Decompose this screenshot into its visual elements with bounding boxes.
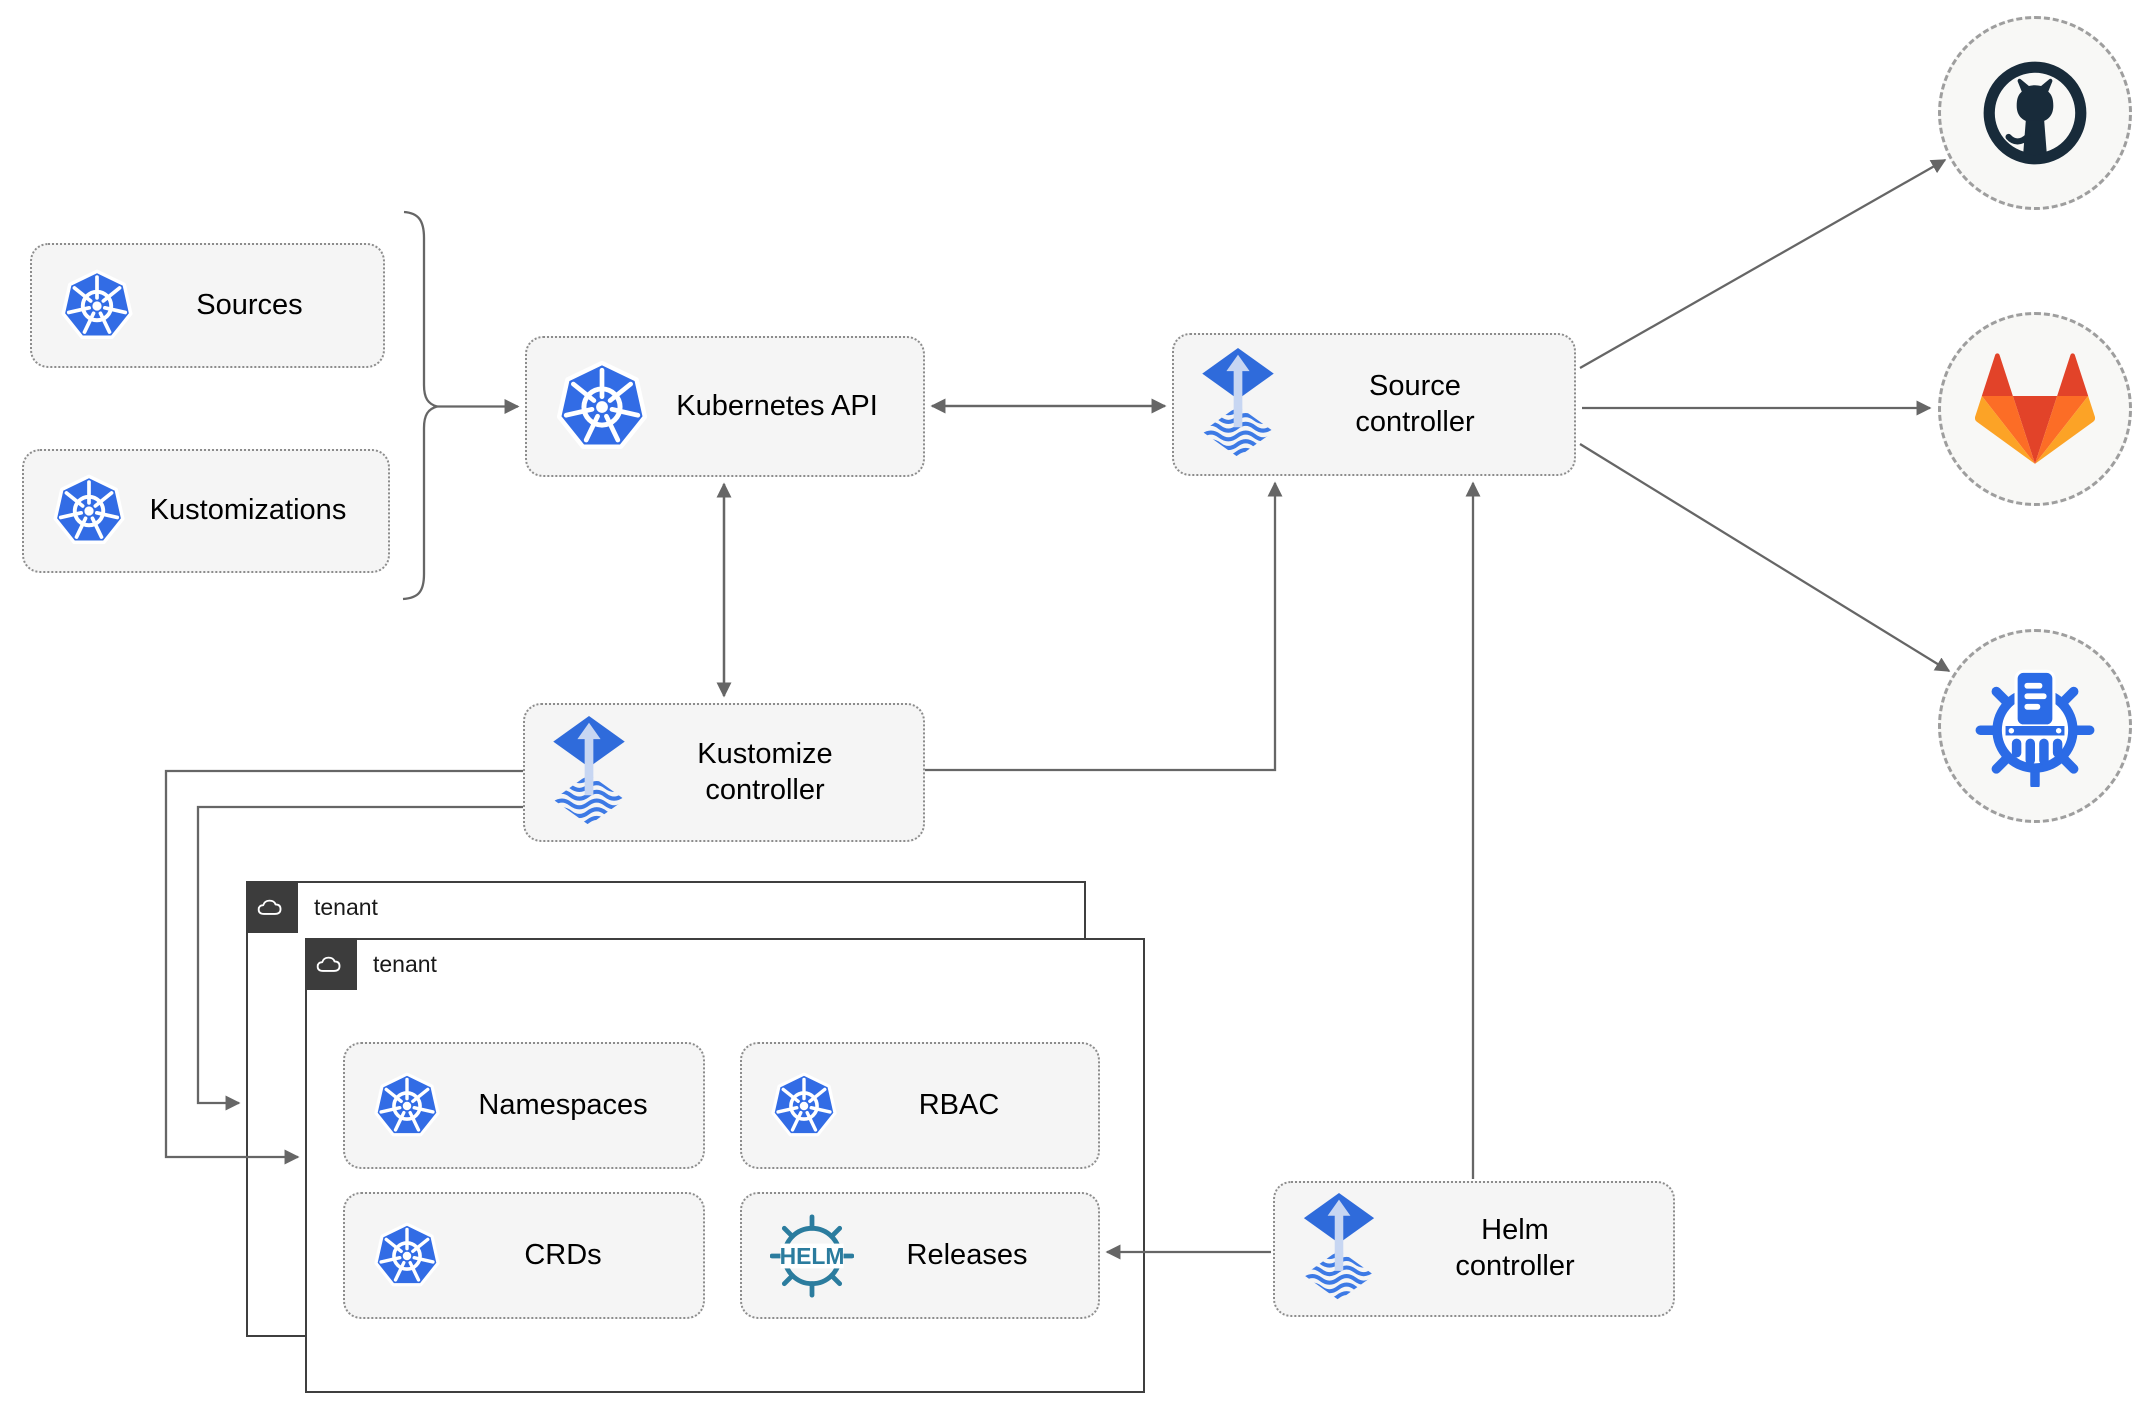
kubernetes-icon (373, 1072, 441, 1140)
flux-icon (1202, 348, 1274, 462)
kubernetes-icon (770, 1072, 838, 1140)
tenant-badge (246, 881, 298, 933)
kubernetes-icon (52, 474, 126, 548)
tenant-label: tenant (373, 950, 437, 977)
endpoint-github (1938, 16, 2132, 210)
kubernetes-icon (60, 269, 134, 343)
tenant-badge (305, 938, 357, 990)
edge-brace-sources (402, 210, 442, 601)
node-crds: CRDs (343, 1192, 705, 1319)
node-kustomize-controller: Kustomize controller (523, 703, 925, 842)
node-releases: Releases (740, 1192, 1100, 1319)
flux-icon (553, 716, 625, 830)
node-label: Sources (196, 288, 303, 321)
tenant-label: tenant (314, 893, 378, 920)
node-label: Releases (906, 1238, 1028, 1271)
kubernetes-icon (373, 1222, 441, 1290)
flux-icon (1303, 1193, 1375, 1305)
node-source-controller: Source controller (1172, 333, 1576, 476)
node-sources: Sources (30, 243, 385, 368)
node-label: Kustomizations (149, 494, 347, 527)
node-kubernetes-api: Kubernetes API (525, 336, 925, 477)
node-namespaces: Namespaces (343, 1042, 705, 1169)
endpoint-harbor (1938, 629, 2132, 823)
node-label: Kustomize controller (697, 737, 833, 806)
edge-kustomize-controller-to-source-controller (925, 481, 1283, 772)
node-label: Namespaces (478, 1088, 648, 1121)
endpoint-gitlab (1938, 312, 2132, 506)
node-rbac: RBAC (740, 1042, 1100, 1169)
cloud-icon (256, 895, 288, 919)
node-label: RBAC (918, 1088, 1000, 1121)
node-label: Source controller (1355, 369, 1475, 438)
edge-source-controller-to-github (1579, 159, 1947, 369)
cloud-icon (315, 952, 347, 976)
node-label: Helm controller (1455, 1214, 1575, 1282)
node-kustomizations: Kustomizations (22, 449, 390, 573)
kubernetes-icon (555, 360, 649, 454)
harbor-icon (1974, 665, 2096, 787)
edge-source-controller-to-harbor (1579, 443, 1951, 672)
github-icon (1977, 55, 2093, 171)
node-label: CRDs (524, 1238, 602, 1271)
node-label: Kubernetes API (676, 389, 878, 422)
node-helm-controller: Helm controller (1273, 1181, 1675, 1317)
gitlab-icon (1975, 352, 2095, 467)
helm-icon (770, 1214, 854, 1298)
